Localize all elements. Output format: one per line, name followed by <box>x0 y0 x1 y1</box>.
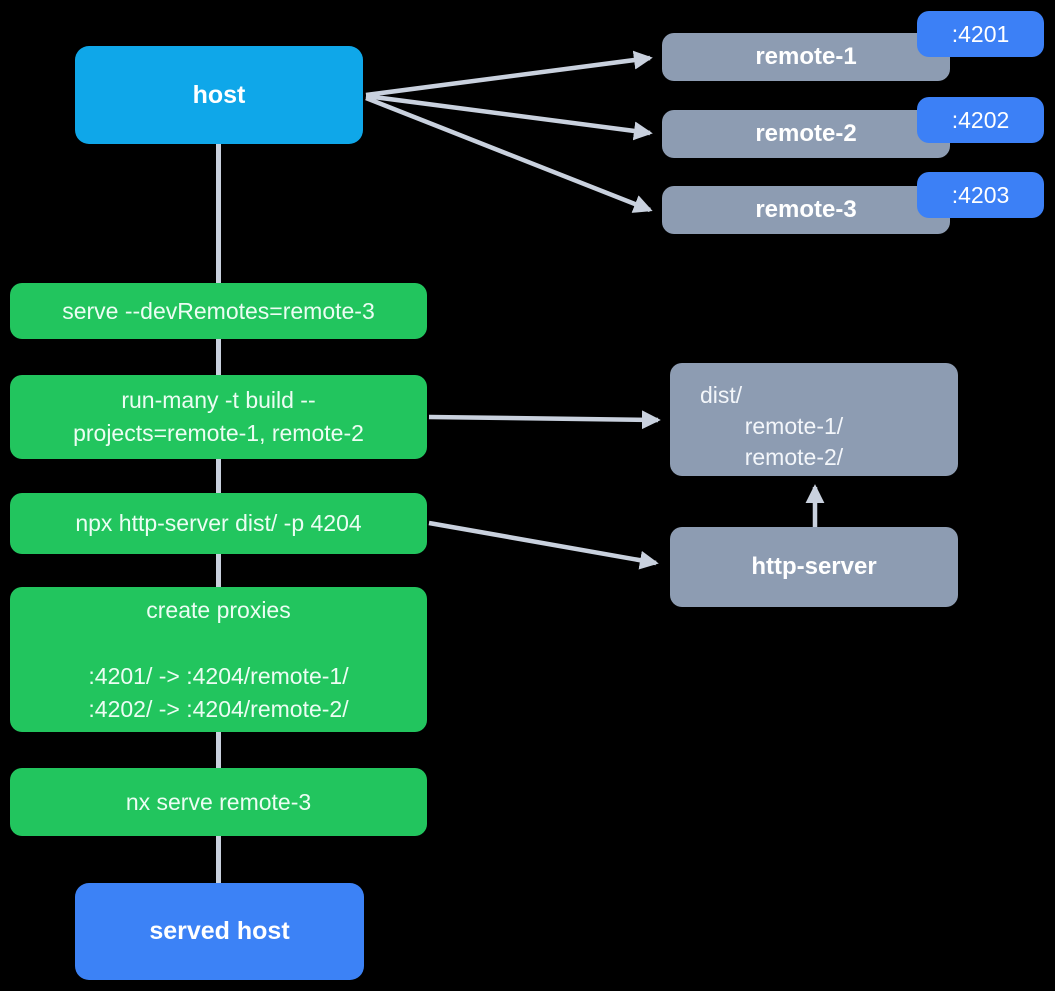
connector-host-to-remote-1 <box>365 50 653 98</box>
served-host-node: served host <box>75 883 364 980</box>
http-server-label: http-server <box>751 553 877 580</box>
remote-3-node: remote-3 <box>662 186 950 234</box>
port-badge-4201-label: :4201 <box>951 20 1010 47</box>
connector-build-to-dist <box>428 410 661 430</box>
step-create-proxies-label: create proxies :4201/ -> :4204/remote-1/… <box>88 596 349 722</box>
step-nx-serve-remote-3-label: nx serve remote-3 <box>125 788 312 815</box>
connector-npx-to-httpserver <box>428 520 659 570</box>
host-label: host <box>192 80 246 109</box>
port-badge-4202: :4202 <box>917 97 1044 143</box>
http-server-node: http-server <box>670 527 958 607</box>
dist-folder-label: dist/ remote-1/ remote-2/ <box>700 382 844 470</box>
port-badge-4202-label: :4202 <box>951 106 1010 133</box>
step-run-many-build-node: run-many -t build -- projects=remote-1, … <box>10 375 427 459</box>
remote-3-label: remote-3 <box>755 196 857 223</box>
step-nx-serve-remote-3-node: nx serve remote-3 <box>10 768 427 836</box>
dist-folder-node: dist/ remote-1/ remote-2/ <box>670 363 958 476</box>
step-run-many-build-label: run-many -t build -- projects=remote-1, … <box>73 387 364 446</box>
connector-host-to-remote-3 <box>365 95 653 213</box>
host-node: host <box>75 46 363 144</box>
port-badge-4201: :4201 <box>917 11 1044 57</box>
connector-host-to-remote-2 <box>365 93 653 141</box>
step-create-proxies-node: create proxies :4201/ -> :4204/remote-1/… <box>10 587 427 732</box>
remote-1-label: remote-1 <box>755 43 857 70</box>
remote-1-node: remote-1 <box>662 33 950 81</box>
port-badge-4203-label: :4203 <box>951 181 1010 208</box>
served-host-label: served host <box>149 917 290 945</box>
step-serve-devremotes-label: serve --devRemotes=remote-3 <box>62 297 375 324</box>
remote-2-label: remote-2 <box>755 120 857 147</box>
step-npx-http-server-label: npx http-server dist/ -p 4204 <box>75 510 362 536</box>
remote-2-node: remote-2 <box>662 110 950 158</box>
step-npx-http-server-node: npx http-server dist/ -p 4204 <box>10 493 427 554</box>
port-badge-4203: :4203 <box>917 172 1044 218</box>
step-serve-devremotes-node: serve --devRemotes=remote-3 <box>10 283 427 339</box>
